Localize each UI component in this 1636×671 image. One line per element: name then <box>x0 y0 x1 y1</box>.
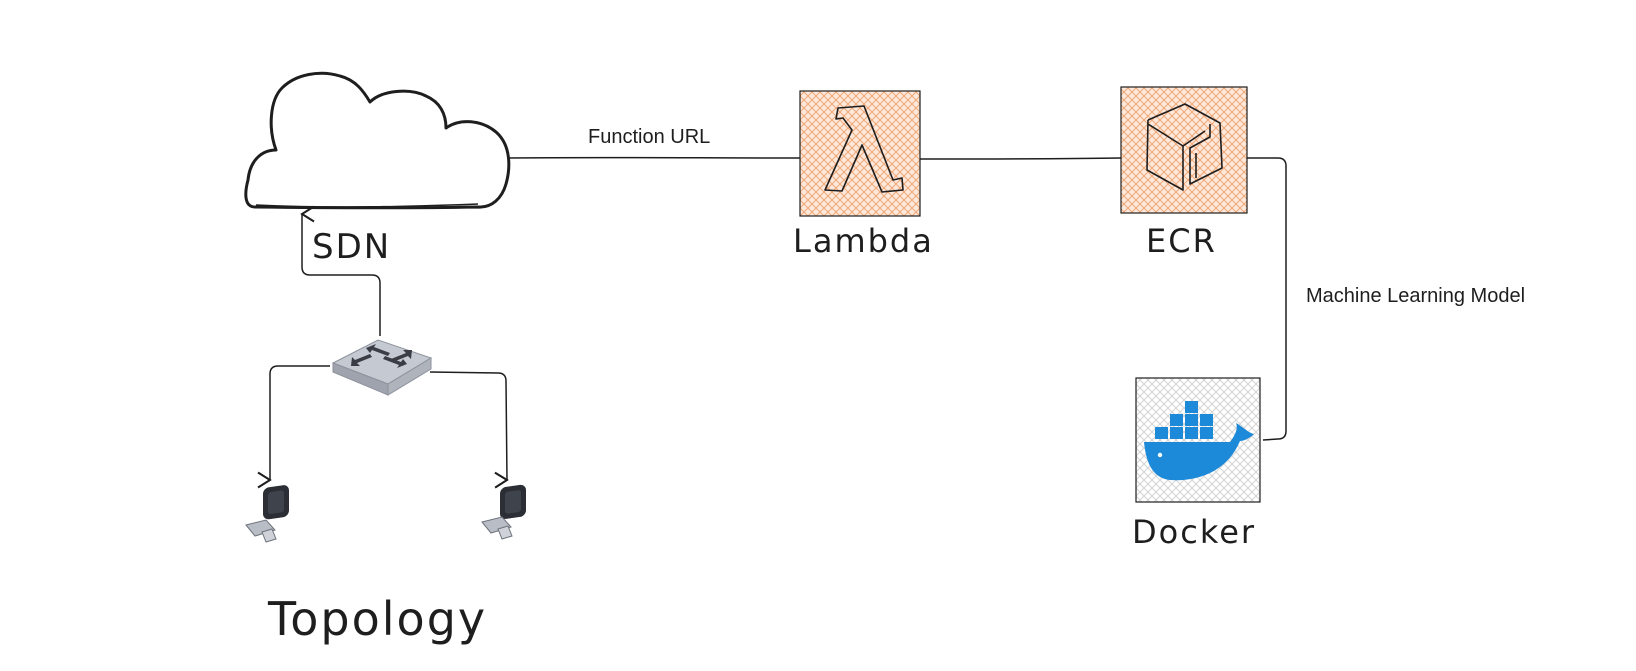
switch-left-computer-edge <box>270 365 330 480</box>
lambda-ecr-edge <box>919 157 1122 160</box>
lambda-icon <box>824 105 904 193</box>
lambda-box <box>799 90 921 217</box>
ecr-box <box>1120 86 1248 214</box>
left-computer-icon <box>245 485 289 543</box>
ecr-label: ECR <box>1146 222 1217 260</box>
docker-node[interactable]: Docker <box>1132 377 1261 551</box>
cloud-icon <box>244 71 511 210</box>
switch-sdn-edge <box>302 214 381 336</box>
sdn-cloud-node[interactable]: SDN <box>244 71 511 267</box>
ecr-cube-icon <box>1146 103 1223 191</box>
sdn-label: SDN <box>312 227 391 267</box>
function-url-edge: Function URL <box>506 126 801 159</box>
network-switch-icon <box>331 339 433 396</box>
ml-model-edge: Machine Learning Model <box>1247 157 1525 441</box>
ecr-node[interactable]: ECR <box>1120 86 1248 260</box>
topology-title: Topology <box>267 592 487 646</box>
docker-label: Docker <box>1132 513 1256 551</box>
ml-model-label: Machine Learning Model <box>1306 285 1525 307</box>
function-url-label: Function URL <box>588 126 710 148</box>
lambda-node[interactable]: Lambda <box>793 90 934 260</box>
docker-whale-icon <box>1144 401 1254 481</box>
switch-right-computer-edge <box>429 371 507 480</box>
right-computer-icon <box>481 484 526 540</box>
lambda-label: Lambda <box>793 222 934 260</box>
